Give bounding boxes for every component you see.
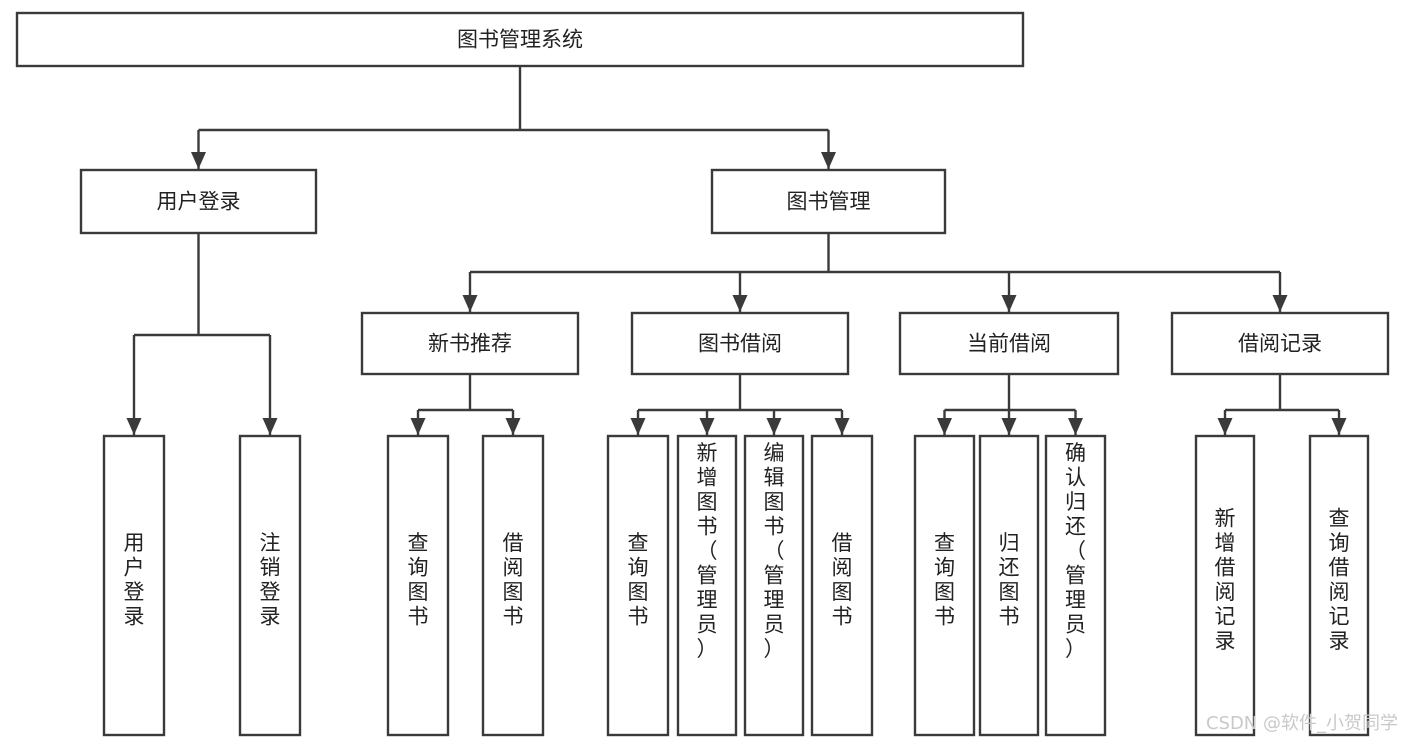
connector-arrowhead bbox=[505, 418, 521, 435]
node-box bbox=[630, 311, 850, 376]
node-box bbox=[1194, 434, 1256, 737]
connector-arrowhead bbox=[1272, 295, 1288, 312]
node-新增借阅记录[interactable]: 新增借阅记录 bbox=[1194, 434, 1256, 737]
node-label: 查询图书 bbox=[628, 531, 649, 629]
connector-arrowhead bbox=[821, 152, 836, 169]
connector-arrowhead bbox=[1331, 418, 1347, 435]
connector-arrowhead bbox=[410, 418, 426, 435]
node-box bbox=[898, 311, 1120, 376]
node-label: 图书借阅 bbox=[698, 332, 782, 356]
node-label: 借阅图书 bbox=[503, 531, 524, 629]
node-用户登录[interactable]: 用户登录 bbox=[79, 168, 318, 235]
node-查询图书[interactable]: 查询图书 bbox=[606, 434, 670, 737]
node-box bbox=[743, 434, 805, 737]
node-box bbox=[102, 434, 166, 737]
node-label: 借阅记录 bbox=[1238, 332, 1322, 356]
connector-arrowhead bbox=[191, 152, 206, 169]
node-label: 新书推荐 bbox=[428, 332, 512, 356]
connectors-layer bbox=[126, 66, 1347, 435]
node-box bbox=[913, 434, 976, 737]
node-当前借阅[interactable]: 当前借阅 bbox=[898, 311, 1120, 376]
node-图书管理[interactable]: 图书管理 bbox=[710, 168, 947, 235]
connector-arrowhead bbox=[1001, 418, 1017, 435]
nodes-layer: 图书管理系统用户登录用户登录注销登录图书管理新书推荐查询图书借阅图书图书借阅查询… bbox=[15, 11, 1390, 737]
node-box bbox=[386, 434, 450, 737]
node-box bbox=[481, 434, 545, 737]
node-box bbox=[1044, 434, 1107, 737]
node-box bbox=[79, 168, 318, 235]
connector-arrowhead bbox=[462, 295, 478, 312]
node-label: 新增借阅记录 bbox=[1215, 506, 1236, 653]
node-label: 注销登录 bbox=[260, 531, 281, 629]
node-确认归还管理员[interactable]: 确认归还（管理员） bbox=[1044, 434, 1107, 737]
node-label: 归还图书 bbox=[999, 531, 1020, 629]
node-box bbox=[676, 434, 738, 737]
node-box bbox=[710, 168, 947, 235]
node-box bbox=[1308, 434, 1370, 737]
node-新增图书管理员[interactable]: 新增图书（管理员） bbox=[676, 434, 738, 737]
node-label: 确认归还（管理员） bbox=[1065, 441, 1086, 661]
connector-arrowhead bbox=[630, 418, 646, 435]
node-box bbox=[978, 434, 1040, 737]
node-编辑图书管理员[interactable]: 编辑图书（管理员） bbox=[743, 434, 805, 737]
node-label: 编辑图书（管理员） bbox=[764, 441, 785, 661]
node-图书借阅[interactable]: 图书借阅 bbox=[630, 311, 850, 376]
node-box bbox=[1170, 311, 1390, 376]
node-归还图书[interactable]: 归还图书 bbox=[978, 434, 1040, 737]
node-box bbox=[606, 434, 670, 737]
node-label: 查询图书 bbox=[408, 531, 429, 629]
node-label: 图书管理 bbox=[787, 190, 871, 214]
connector-arrowhead bbox=[1068, 418, 1083, 435]
node-box bbox=[810, 434, 874, 737]
node-借阅记录[interactable]: 借阅记录 bbox=[1170, 311, 1390, 376]
node-借阅图书[interactable]: 借阅图书 bbox=[481, 434, 545, 737]
connector-arrowhead bbox=[1001, 295, 1017, 312]
node-box bbox=[238, 434, 302, 737]
node-查询借阅记录[interactable]: 查询借阅记录 bbox=[1308, 434, 1370, 737]
node-用户登录[interactable]: 用户登录 bbox=[102, 434, 166, 737]
node-注销登录[interactable]: 注销登录 bbox=[238, 434, 302, 737]
node-label: 用户登录 bbox=[157, 190, 241, 214]
csdn-watermark: CSDN @软件_小贺同学 bbox=[1206, 713, 1398, 734]
connector-arrowhead bbox=[766, 418, 782, 435]
connector-arrowhead bbox=[834, 418, 850, 435]
node-label: 查询借阅记录 bbox=[1329, 506, 1350, 653]
connector-arrowhead bbox=[699, 418, 715, 435]
node-查询图书[interactable]: 查询图书 bbox=[913, 434, 976, 737]
node-label: 用户登录 bbox=[124, 531, 145, 629]
node-label: 借阅图书 bbox=[832, 531, 853, 629]
node-box bbox=[360, 311, 580, 376]
node-box bbox=[15, 11, 1025, 68]
connector-arrowhead bbox=[126, 418, 142, 435]
node-label: 查询图书 bbox=[934, 531, 955, 629]
connector-arrowhead bbox=[732, 295, 748, 312]
node-label: 图书管理系统 bbox=[457, 28, 583, 52]
node-借阅图书[interactable]: 借阅图书 bbox=[810, 434, 874, 737]
connector-arrowhead bbox=[1217, 418, 1233, 435]
node-label: 当前借阅 bbox=[967, 332, 1051, 356]
node-图书管理系统[interactable]: 图书管理系统 bbox=[15, 11, 1025, 68]
node-新书推荐[interactable]: 新书推荐 bbox=[360, 311, 580, 376]
connector-arrowhead bbox=[937, 418, 952, 435]
node-label: 新增图书（管理员） bbox=[697, 441, 718, 661]
node-查询图书[interactable]: 查询图书 bbox=[386, 434, 450, 737]
connector-arrowhead bbox=[262, 418, 278, 435]
